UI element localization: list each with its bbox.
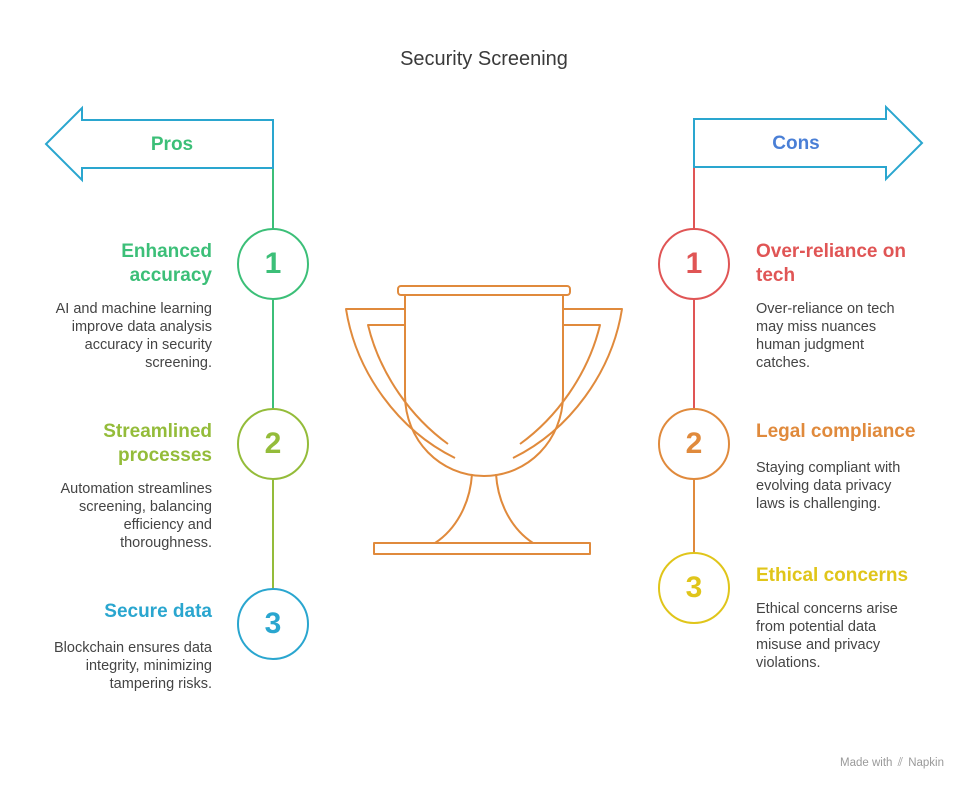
cons-item-desc-1: Over-reliance on tech may miss nuances h…: [756, 301, 895, 371]
cons-number-1: 1: [685, 247, 703, 280]
cons-item-title-3: Ethical concerns: [756, 565, 909, 586]
cons-number-2: 2: [685, 427, 703, 460]
cons-circle-3: [658, 552, 730, 624]
cons-circle-2: [658, 408, 730, 480]
pros-item-title-3: Secure data: [104, 601, 212, 622]
cons-item-desc-2: Staying compliant with evolving data pri…: [756, 460, 901, 512]
pros-number-3: 3: [264, 607, 282, 640]
pros-item-desc-2: Automation streamlines screening, balanc…: [60, 481, 212, 551]
page-title: Security Screening: [400, 48, 568, 70]
cons-number-3: 3: [685, 571, 703, 604]
pros-circle-2: [237, 408, 309, 480]
trophy-icon: [345, 285, 623, 555]
made-with-footer: Made with ⫽ Napkin: [840, 755, 944, 770]
pros-number-2: 2: [264, 427, 282, 460]
pros-circle-3: [237, 588, 309, 660]
pros-item-desc-3: Blockchain ensures data integrity, minim…: [54, 640, 212, 692]
cons-arrow: [693, 104, 924, 182]
napkin-brand: Napkin: [908, 757, 944, 769]
pros-number-1: 1: [264, 247, 282, 280]
pros-item-title-1: Enhanced accuracy: [121, 241, 212, 286]
cons-item-title-1: Over-reliance on tech: [756, 241, 906, 286]
cons-label: Cons: [772, 133, 820, 154]
pros-item-title-2: Streamlined processes: [103, 421, 212, 466]
made-with-text: Made with: [840, 757, 893, 769]
pros-arrow: [44, 105, 274, 183]
pros-circle-1: [237, 228, 309, 300]
pros-item-desc-1: AI and machine learning improve data ana…: [55, 301, 212, 371]
cons-item-desc-3: Ethical concerns arise from potential da…: [756, 601, 898, 671]
cons-circle-1: [658, 228, 730, 300]
pros-label: Pros: [150, 134, 194, 155]
cons-item-title-2: Legal compliance: [756, 421, 916, 442]
napkin-logo-icon: ⫽: [897, 755, 903, 769]
